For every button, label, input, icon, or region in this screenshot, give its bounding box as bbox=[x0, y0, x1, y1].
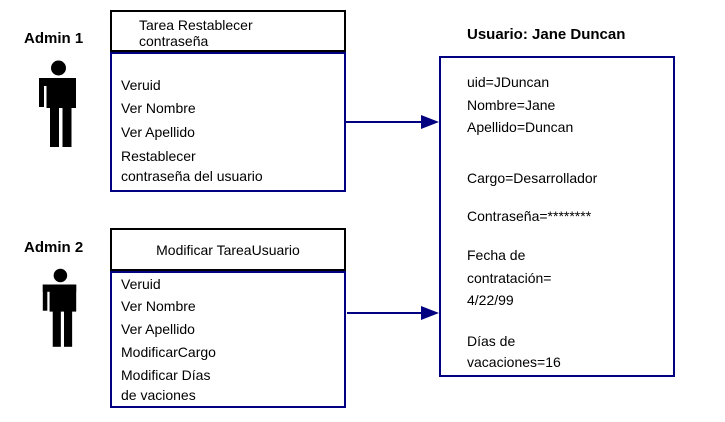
task1-row: Ver Apellido bbox=[121, 124, 195, 140]
admin1-label: Admin 1 bbox=[24, 30, 84, 47]
admin1-person-icon bbox=[39, 60, 76, 147]
user-record-box: uid=JDuncan Nombre=Jane Apellido=Duncan … bbox=[439, 56, 675, 377]
task2-header: Modificar TareaUsuario bbox=[110, 228, 346, 271]
task2-row: Ver Nombre bbox=[121, 298, 196, 314]
task1-row: Ver Nombre bbox=[121, 100, 196, 116]
user-field-contrasena: Contraseña=******** bbox=[467, 208, 592, 224]
task2-row: ModificarCargo bbox=[121, 344, 216, 360]
task2-row: Ver Apellido bbox=[121, 321, 195, 337]
task1-row-wrap: contraseña del usuario bbox=[121, 168, 263, 184]
arrow-task2-to-user bbox=[347, 306, 439, 320]
user-field-fecha-line2: contratación= bbox=[467, 270, 552, 286]
task2-row: Veruid bbox=[121, 276, 161, 292]
user-field-fecha-line1: Fecha de bbox=[467, 247, 526, 263]
task1-title-line2: contraseña bbox=[139, 33, 209, 49]
task2-title-line1: Modificar TareaUsuario bbox=[156, 242, 300, 258]
user-title: Usuario: Jane Duncan bbox=[467, 26, 626, 43]
task1-title-line1: Tarea Restablecer bbox=[139, 17, 253, 33]
task1-header: Tarea Restablecer contraseña bbox=[110, 10, 346, 52]
task2-row-wrap: de vaciones bbox=[121, 387, 196, 403]
user-field-apellido: Apellido=Duncan bbox=[467, 119, 574, 135]
task1-row: Veruid bbox=[121, 77, 161, 93]
task2-body: Veruid Ver Nombre Ver Apellido Modificar… bbox=[110, 271, 346, 408]
user-field-fecha-value: 4/22/99 bbox=[467, 292, 514, 308]
task1-row: Restablecer bbox=[121, 148, 196, 164]
admin2-label: Admin 2 bbox=[24, 239, 84, 256]
user-field-dias-line1: Días de bbox=[467, 333, 516, 349]
arrow-task1-to-user bbox=[346, 115, 439, 129]
user-field-cargo: Cargo=Desarrollador bbox=[467, 170, 598, 186]
task2-row: Modificar Días bbox=[121, 367, 211, 383]
user-field-dias-value: vacaciones=16 bbox=[467, 354, 561, 370]
user-field-uid: uid=JDuncan bbox=[467, 74, 550, 90]
admin2-person-icon bbox=[42, 268, 77, 347]
user-field-nombre: Nombre=Jane bbox=[467, 97, 556, 113]
task1-body: Veruid Ver Nombre Ver Apellido Restablec… bbox=[110, 52, 346, 192]
